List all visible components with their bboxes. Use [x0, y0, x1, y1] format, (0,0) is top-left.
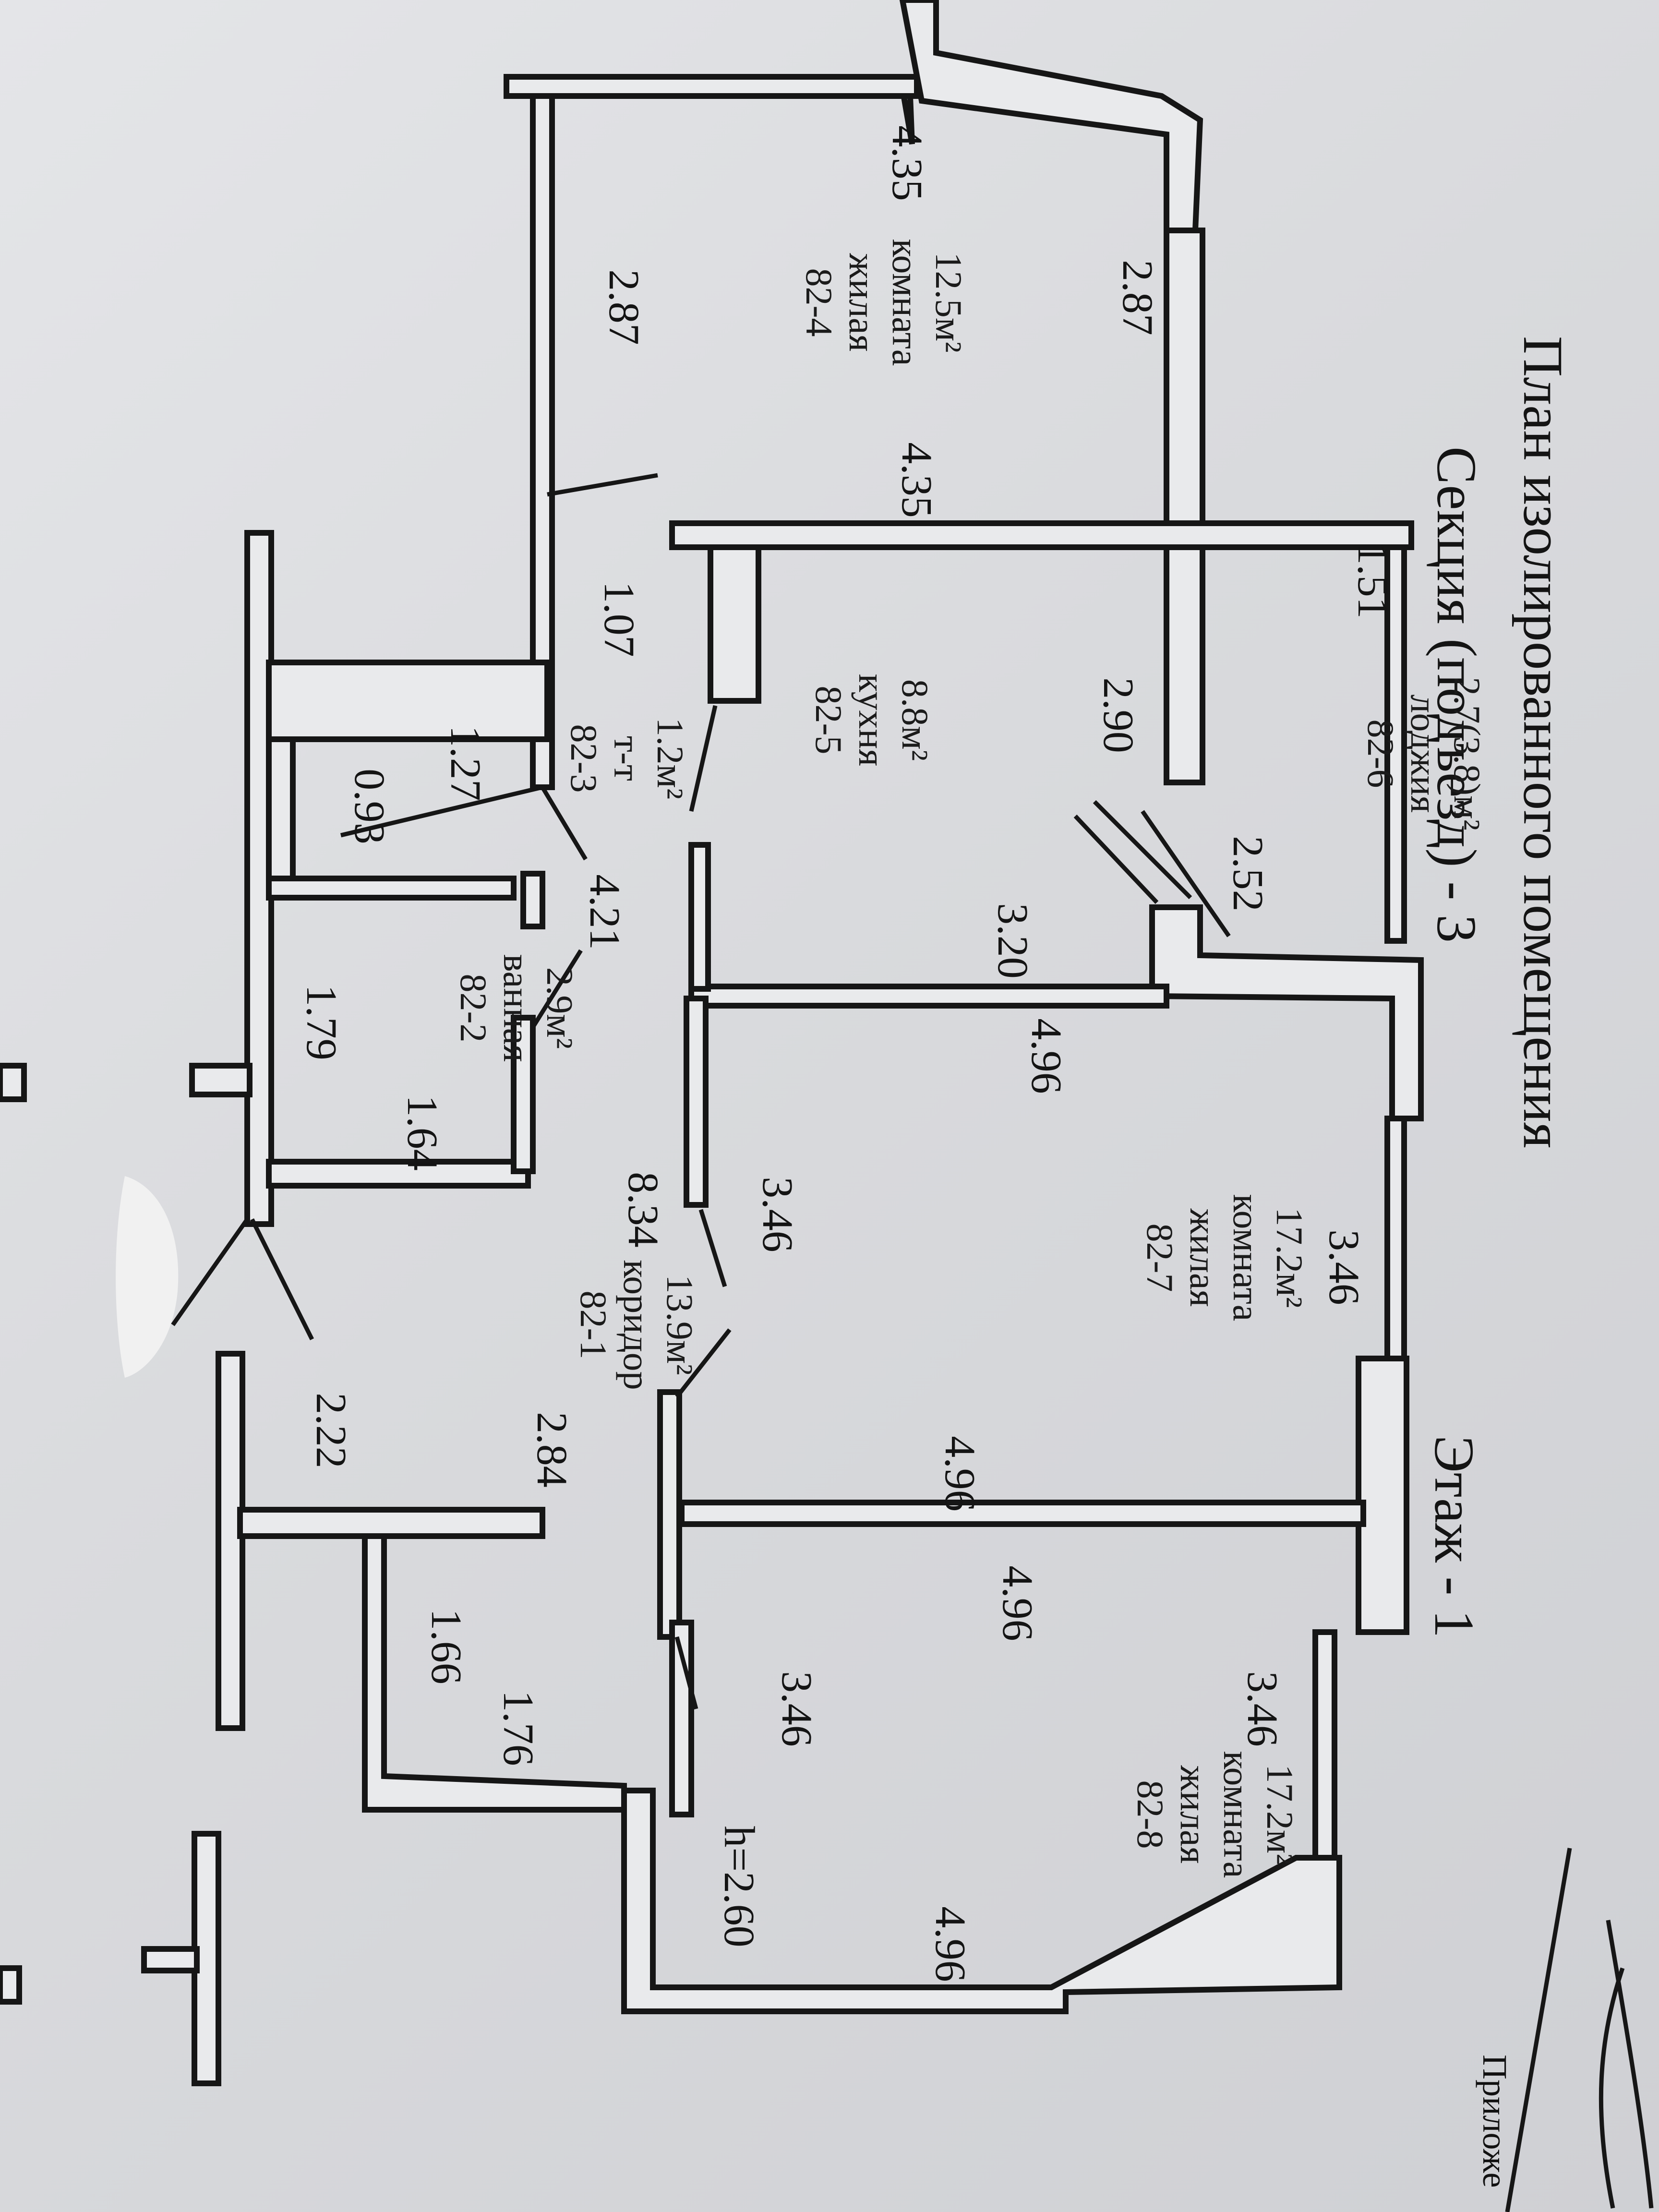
dimension-label: 3.46: [1238, 1671, 1286, 1747]
dimension-label: 3.46: [754, 1177, 801, 1252]
room-area: 17.2м²: [1269, 1207, 1310, 1308]
dimension-label: 2.52: [1224, 836, 1272, 912]
room-82-1: 82-1 коридор 13.9м²: [573, 1260, 701, 1390]
room-name: комната: [1226, 1194, 1267, 1322]
room-area: 1.2м²: [649, 718, 691, 799]
appendix-label: Приложе: [1476, 2055, 1514, 2188]
dimension-label: 8.34: [619, 1172, 667, 1248]
dimension-label: 1.07: [595, 581, 643, 657]
dimension-label: 4.96: [926, 1906, 974, 1982]
room-name: комната: [885, 239, 926, 366]
doors: [171, 473, 1231, 1710]
dimension-label: 2.87: [600, 269, 648, 345]
dimension-label: 2.87: [1114, 260, 1161, 336]
stamp-fragment: [1599, 1920, 1654, 2209]
room-area: 2.7(3.8)м²: [1446, 677, 1488, 830]
dimension-label: 2.84: [528, 1412, 576, 1488]
room-id: 82-6: [1360, 720, 1402, 788]
dimension-label: 1.27: [442, 725, 489, 801]
room-82-2: 82-2 ванная 2.9м²: [453, 954, 581, 1062]
room-name: коридор: [616, 1260, 658, 1390]
room-82-5: 82-5 кухня 8.8м²: [808, 674, 936, 766]
room-id: 82-1: [573, 1291, 614, 1359]
dimension-label: 1.66: [422, 1609, 470, 1684]
room-area: 13.9м²: [659, 1274, 701, 1375]
dimension-label: 4.96: [936, 1436, 984, 1512]
dimension-label: 2.90: [1094, 677, 1142, 753]
ceiling-height-label: h=2.60: [715, 1826, 763, 1947]
room-area: 12.5м²: [928, 252, 970, 352]
floor-label: Этаж - 1: [1423, 1435, 1486, 1638]
room-type: жилая: [1182, 1208, 1224, 1307]
dimension-label: 3.46: [1320, 1229, 1368, 1305]
room-name: ванная: [496, 954, 538, 1062]
room-name: комната: [1216, 1751, 1258, 1878]
dimension-label: 4.35: [893, 442, 940, 518]
dimension-label: 1.79: [298, 985, 345, 1060]
dimension-label: 1.51: [1349, 543, 1396, 619]
dimension-labels: 4.35 4.35 2.87 2.87 1.51 2.90 2.52 3.20 …: [298, 125, 1396, 1982]
room-82-8: 82-8 жилая комната 17.2м²: [1130, 1751, 1301, 1878]
room-name: т-т: [606, 736, 648, 781]
walls: [141, 0, 1424, 2086]
room-area: 2.9м²: [539, 967, 581, 1049]
dimension-label: 4.96: [994, 1565, 1041, 1641]
room-id: 82-7: [1139, 1224, 1181, 1292]
room-name: кухня: [851, 674, 893, 766]
wall-fragment: [0, 1965, 22, 2005]
room-id: 82-2: [453, 974, 494, 1043]
dimension-label: 1.64: [398, 1095, 446, 1171]
room-id: 82-8: [1130, 1780, 1171, 1849]
dimension-label: 4.21: [581, 874, 628, 950]
room-name: лоджия: [1403, 695, 1445, 813]
title-border: [1505, 1848, 1572, 2212]
dimension-label: 2.22: [307, 1393, 355, 1468]
dimension-label: 4.96: [1022, 1018, 1070, 1094]
paper-glare: [116, 1176, 179, 1378]
section-title: Секция (подъезд) - 3: [1425, 446, 1488, 943]
room-area: 17.2м²: [1259, 1764, 1301, 1864]
room-id: 82-3: [563, 724, 605, 793]
room-type: жилая: [842, 252, 883, 351]
dimension-label: 1.76: [494, 1690, 542, 1766]
dimension-label: 3.46: [773, 1671, 820, 1747]
plan-title: План изолированного помещения: [1512, 336, 1575, 1148]
room-id: 82-5: [808, 686, 850, 755]
room-82-6: 82-6 лоджия 2.7(3.8)м²: [1360, 677, 1488, 830]
dimension-label: 0.93: [346, 769, 393, 844]
dimension-label: 4.35: [883, 125, 931, 201]
wall-fragment: [0, 1063, 27, 1102]
room-area: 8.8м²: [894, 679, 936, 761]
room-type: жилая: [1173, 1765, 1214, 1863]
room-82-7: 82-7 жилая комната 17.2м²: [1139, 1194, 1310, 1322]
room-82-4: 82-4 жилая комната 12.5м²: [798, 239, 970, 366]
dimension-label: 3.20: [989, 903, 1036, 979]
room-82-3: 82-3 т-т 1.2м²: [563, 718, 691, 799]
room-id: 82-4: [798, 268, 840, 337]
